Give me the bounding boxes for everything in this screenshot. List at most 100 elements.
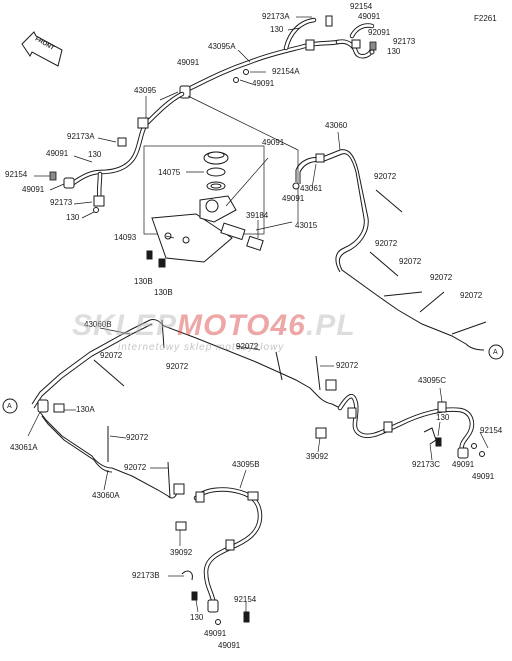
clamp-92072 (451, 321, 487, 335)
label-130a: 130A (76, 405, 95, 414)
label-130-left: 130 (88, 150, 102, 159)
label-43060a: 43060A (92, 491, 120, 500)
label-130-top: 130 (270, 25, 284, 34)
label-92072-m4: 92072 (336, 361, 359, 370)
label-92173-left: 92173 (50, 198, 73, 207)
master-cylinder-43015 (151, 195, 264, 263)
label-49091-top: 49091 (358, 12, 381, 21)
label-43015: 43015 (295, 221, 318, 230)
hose-43095b (193, 487, 263, 607)
fitting (173, 483, 185, 495)
bolt-130 (435, 437, 442, 447)
label-43095a: 43095A (208, 42, 236, 51)
clip-39092 (315, 427, 327, 439)
label-130b-b: 130B (154, 288, 173, 297)
label-39184: 39184 (246, 211, 269, 220)
washer (233, 77, 239, 83)
clamp-92072 (161, 319, 165, 349)
label-92154a: 92154A (272, 67, 300, 76)
label-49091-left-lower: 49091 (22, 185, 45, 194)
hose-clamp (137, 117, 149, 129)
label-43061a: 43061A (10, 443, 38, 452)
hose-clamp (351, 39, 361, 49)
label-92173b: 92173B (132, 571, 160, 580)
bolt-92154 (243, 611, 250, 623)
label-49091-top-right: 92091 (368, 28, 391, 37)
watermark-tagline: internetowy sklep motocyklowy (118, 342, 285, 353)
label-39092-right: 39092 (306, 452, 329, 461)
label-92072-m1: 92072 (100, 351, 123, 360)
hose-clamp (195, 491, 205, 503)
washer (292, 182, 300, 190)
label-92154-left: 92154 (5, 170, 28, 179)
clip-92173 (93, 195, 105, 207)
watermark-part: 46 (270, 309, 306, 342)
washer (471, 443, 477, 449)
hose-clamp (437, 401, 447, 413)
hose-clamp (305, 39, 315, 51)
hose-clamp (247, 491, 259, 501)
label-92173a-left: 92173A (67, 132, 95, 141)
label-92072-l1: 92072 (126, 433, 149, 442)
leader-line (255, 221, 293, 231)
leader-line (225, 157, 269, 207)
label-130-left-lower: 130 (66, 213, 80, 222)
clamp-92072 (383, 291, 423, 297)
label-43060b: 43060B (84, 320, 112, 329)
label-14093: 14093 (114, 233, 137, 242)
label-49091-left: 49091 (46, 149, 69, 158)
label-43060: 43060 (325, 121, 348, 130)
clamp-92072 (375, 189, 403, 213)
banjo-fitting (63, 177, 75, 189)
watermark-brand: SKLEPMOTO46.PL (72, 309, 356, 343)
label-92154-top: 92154 (350, 2, 373, 11)
pipe-43060b (31, 319, 341, 409)
label-49091-c: 49091 (452, 460, 475, 469)
clip-92173c (423, 427, 437, 445)
label-130-c: 130 (436, 413, 450, 422)
label-92072-r5: 92072 (460, 291, 483, 300)
connector-label-a-right: A (493, 349, 498, 356)
bolt-130b (146, 250, 153, 260)
label-130-bottom: 130 (190, 613, 204, 622)
pipe-43060a (39, 411, 181, 499)
washer (369, 49, 375, 55)
label-49091-c-lower: 49091 (472, 472, 495, 481)
clip-92173b (181, 570, 193, 581)
connector-a-left (2, 398, 18, 414)
banjo-fitting (457, 447, 469, 459)
washer (93, 207, 99, 213)
clamp-92072 (315, 355, 321, 391)
fitting-43061a (37, 399, 49, 413)
label-leaders (27, 16, 489, 613)
label-92173-top: 92173 (393, 37, 416, 46)
label-92154-c: 92154 (480, 426, 503, 435)
bolt-130a (53, 403, 65, 413)
bolt-130b (158, 258, 166, 268)
connector-label-a-left: A (7, 403, 12, 410)
hose-clamp (383, 421, 393, 433)
hose-clamp (347, 407, 357, 419)
label-43095c: 43095C (418, 376, 447, 385)
bolt-92154 (49, 171, 57, 181)
hose-clamp (225, 539, 235, 551)
label-92072-r4: 92072 (430, 273, 453, 282)
clamp-92072 (167, 461, 171, 499)
label-49091-bottom-lower: 49091 (218, 641, 241, 650)
watermark-part: MOTO (177, 309, 271, 342)
clip-92173 (369, 41, 377, 51)
clamp-92072 (93, 359, 125, 387)
hose-43095c (337, 394, 475, 455)
reservoir-cap (203, 151, 229, 191)
label-92173c: 92173C (412, 460, 441, 469)
clamp-92072 (369, 251, 399, 277)
label-49091-a: 49091 (177, 58, 200, 67)
label-14075: 14075 (158, 168, 181, 177)
label-49091-mc: 49091 (262, 138, 285, 147)
leader-line (187, 95, 299, 151)
label-92072-r3: 92072 (399, 257, 422, 266)
label-49091-bottom: 49091 (204, 629, 227, 638)
label-49091-mc-lower: 49091 (282, 194, 305, 203)
bolt-130 (191, 591, 198, 601)
